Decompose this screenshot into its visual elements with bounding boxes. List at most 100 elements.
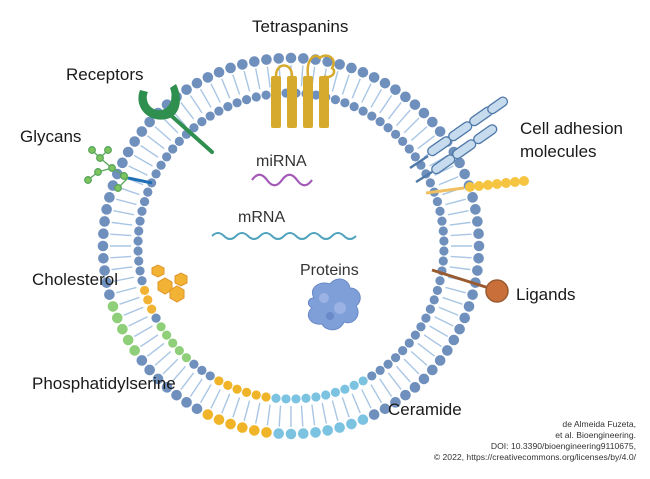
lipid-head-inner: [375, 117, 385, 127]
lipid-tail: [113, 276, 135, 282]
lipid-head-outer: [213, 67, 225, 78]
lipid-head-inner: [241, 387, 252, 398]
lipid-head-inner: [435, 276, 445, 286]
lipid-head-inner: [137, 276, 147, 286]
lipid-tail: [351, 393, 361, 414]
lipid-head-outer: [409, 99, 421, 110]
lipid-head-outer: [144, 364, 155, 376]
lipid-tail: [221, 78, 231, 99]
lipid-tail: [189, 95, 203, 114]
membrane-peptide-icon: [425, 176, 529, 195]
lipid-head-outer: [379, 77, 391, 89]
lipid-tail: [199, 88, 212, 108]
lipid-tail: [115, 198, 137, 206]
lipid-tail: [255, 68, 261, 90]
lipid-head-inner: [156, 160, 166, 170]
lipid-head-inner: [432, 196, 443, 207]
lipid-head-inner: [390, 353, 401, 363]
credit-journal: et al. Bioengineering.: [555, 430, 636, 440]
lipid-tail: [111, 221, 133, 226]
lipid-head-inner: [214, 106, 224, 116]
lipid-head-outer: [470, 204, 481, 215]
lipid-head-outer: [191, 403, 203, 415]
credit-authors: de Almeida Fuzeta,: [562, 419, 636, 429]
lipid-head-outer: [191, 77, 203, 89]
lipid-head-outer: [181, 397, 192, 408]
lipid-head-inner: [143, 295, 153, 305]
lipid-head-outer: [448, 334, 460, 346]
lipid-head-outer: [472, 265, 483, 276]
lipid-head-inner: [205, 111, 215, 121]
lipid-tail: [210, 83, 221, 103]
lipid-head-inner: [174, 345, 184, 356]
label-receptors: Receptors: [66, 65, 143, 84]
lipid-head-outer: [97, 240, 109, 252]
lipid-head-inner: [223, 102, 233, 112]
lipid-head-inner: [425, 178, 435, 188]
lipid-head-outer: [409, 382, 421, 393]
lipid-tail: [133, 325, 153, 338]
lipid-head-inner: [168, 338, 178, 348]
lipid-head-inner: [151, 169, 161, 179]
tetraspanin-icon: [271, 54, 336, 128]
lipid-tail: [278, 405, 282, 427]
label-phosphatidylserine: Phosphatidylserine: [32, 374, 176, 393]
label-cell-adhesion: Cell adhesion: [520, 119, 623, 138]
lipid-tail: [449, 221, 471, 226]
lipid-tail: [140, 334, 159, 348]
lipid-tail: [410, 126, 428, 142]
lipid-tail: [387, 372, 402, 391]
lipid-head-inner: [133, 246, 143, 256]
lipid-tail: [232, 74, 241, 95]
lipid-head-outer: [104, 289, 115, 300]
lipid-tail: [429, 325, 449, 338]
lipid-head-outer: [322, 56, 333, 67]
lipid-head-inner: [261, 90, 271, 100]
lipid-head-outer: [473, 228, 484, 240]
lipid-head-outer: [459, 312, 470, 324]
lipid-head-outer: [261, 427, 272, 438]
lipid-head-outer: [107, 301, 119, 312]
label-ligands: Ligands: [516, 285, 576, 304]
lipid-head-outer: [117, 157, 128, 169]
lipid-head-outer: [202, 409, 214, 420]
lipid-tail: [450, 255, 472, 259]
lipid-tail: [387, 101, 402, 120]
lipid-head-outer: [225, 418, 236, 430]
label-proteins: Proteins: [300, 262, 359, 279]
ligand-icon: [431, 268, 509, 303]
lipid-head-outer: [261, 54, 272, 65]
lipid-tail: [162, 358, 179, 375]
lipid-head-outer: [390, 397, 401, 408]
lipid-tail: [266, 66, 271, 88]
lipid-head-inner: [358, 376, 368, 386]
lipid-head-inner: [181, 353, 192, 363]
mirna-strand: [251, 173, 313, 187]
lipid-head-outer: [297, 428, 309, 439]
lipid-head-inner: [439, 236, 449, 246]
lipid-head-inner: [330, 94, 341, 105]
lipid-head-outer: [129, 136, 140, 147]
lipid-head-inner: [168, 144, 178, 154]
lipid-head-outer: [434, 126, 446, 137]
lipid-head-inner: [151, 313, 161, 323]
lipid-head-inner: [349, 380, 359, 390]
lipid-head-outer: [98, 252, 109, 264]
lipid-head-inner: [134, 226, 144, 236]
lipid-tail: [438, 306, 459, 316]
lipid-tail: [321, 402, 327, 424]
lipid-head-outer: [273, 53, 285, 64]
lipid-tail: [450, 233, 472, 237]
lipid-tail: [133, 154, 153, 167]
lipid-tail: [115, 286, 137, 294]
lipid-head-outer: [368, 409, 380, 420]
lipid-head-outer: [112, 312, 123, 324]
lipid-tail: [110, 255, 132, 259]
lipid-head-outer: [104, 192, 115, 203]
lipid-head-inner: [197, 365, 207, 375]
lipid-head-inner: [383, 123, 393, 133]
lipid-tail: [311, 404, 316, 426]
lipid-tail: [300, 405, 304, 427]
lipid-head-inner: [189, 123, 199, 133]
lipid-tail: [146, 342, 165, 357]
